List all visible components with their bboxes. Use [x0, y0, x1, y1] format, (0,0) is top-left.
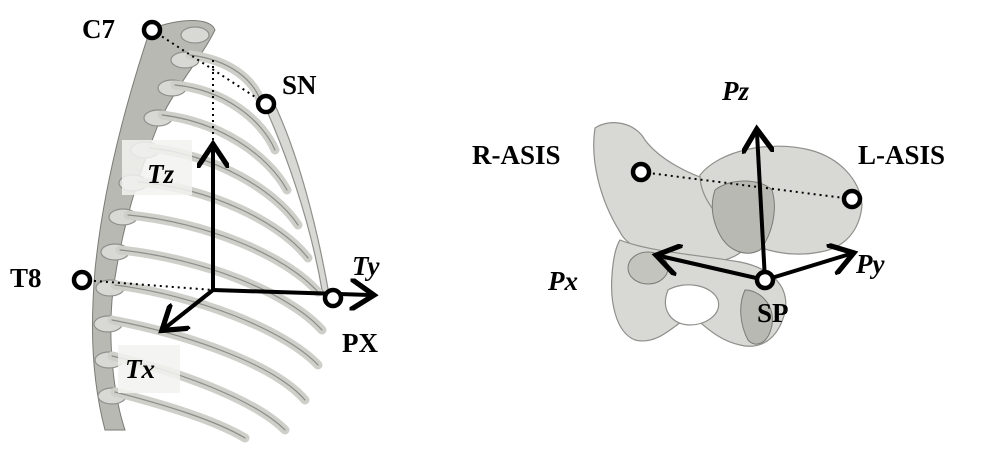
px-label: PX: [342, 328, 378, 358]
px-axis-label: Px: [547, 266, 578, 296]
obturator-foramen: [665, 285, 718, 325]
py-axis-arrow: [765, 254, 850, 280]
sp-label: SP: [757, 298, 789, 328]
c7-marker: [144, 22, 160, 38]
c7-label: C7: [82, 14, 115, 44]
sn-marker: [258, 96, 274, 112]
ty-axis-arrow: [213, 290, 370, 295]
sp-marker: [757, 272, 773, 288]
l-asis-label: L-ASIS: [858, 140, 945, 170]
tz-label: Tz: [147, 159, 174, 189]
px-marker: [325, 290, 341, 306]
t8-label: T8: [10, 263, 42, 293]
r-asis-label: R-ASIS: [472, 140, 561, 170]
tx-label: Tx: [125, 354, 155, 384]
pz-label: Pz: [721, 76, 749, 106]
l-asis-marker: [844, 191, 860, 207]
r-asis-marker: [633, 164, 649, 180]
t8-marker: [74, 272, 90, 288]
pelvis-model: [594, 123, 862, 347]
py-label: Py: [855, 249, 885, 279]
sn-label: SN: [282, 70, 317, 100]
ty-label: Ty: [352, 251, 380, 281]
